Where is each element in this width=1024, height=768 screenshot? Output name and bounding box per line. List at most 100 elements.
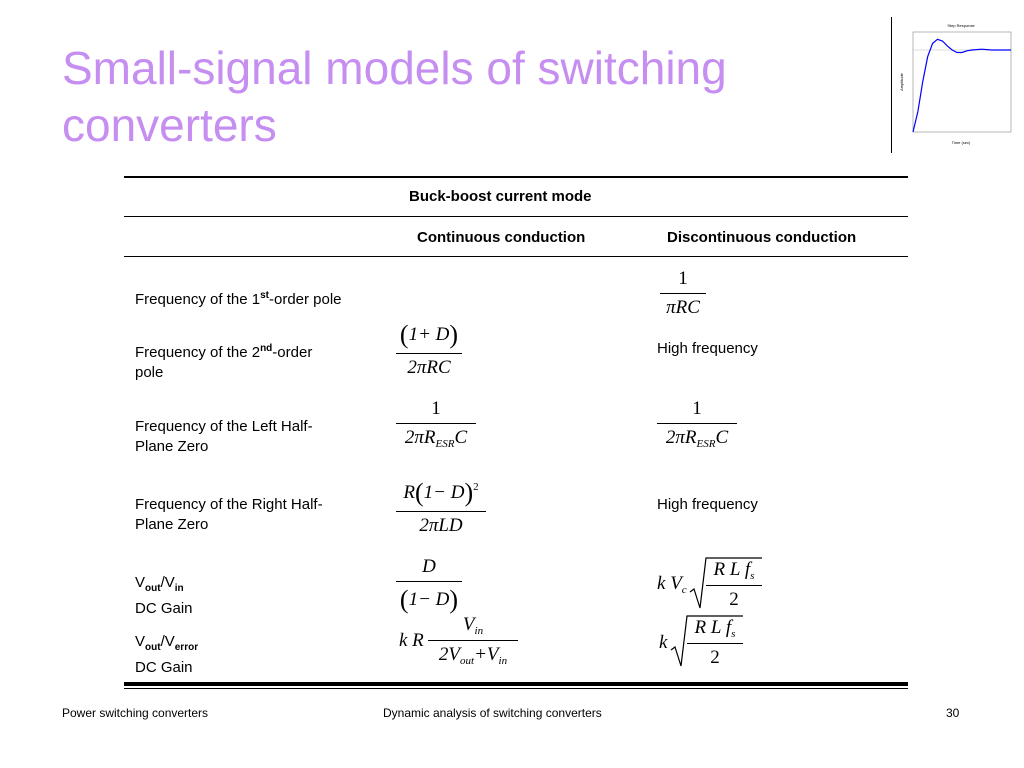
out-subscript: out — [460, 655, 475, 667]
frac-bar — [687, 643, 743, 644]
frac-denominator: 2πLD — [419, 515, 463, 536]
row2-label-line2: pole — [135, 364, 164, 381]
row3-label: Frequency of the Left Half- — [135, 418, 313, 435]
title-divider — [891, 17, 892, 153]
row-label-vout-verror: Vout/Verror DC Gain — [135, 632, 198, 678]
frac-denominator: 2πR — [665, 427, 697, 448]
row-label-second-order-pole: Frequency of the 2nd-order pole — [135, 339, 312, 383]
row4-label-line2: Plane Zero — [135, 516, 209, 533]
frac-denominator-c: C — [715, 427, 729, 448]
page-number: 30 — [946, 706, 960, 720]
frac-denominator: 2πR — [404, 427, 436, 448]
frac-denominator: πRC — [666, 297, 700, 318]
row6-sub-error: error — [174, 642, 199, 653]
table-caption-rule — [124, 216, 908, 217]
table-header-rule — [124, 256, 908, 257]
thumb-title: Step Response — [947, 23, 975, 28]
row1-label-after: -order pole — [268, 291, 342, 308]
frac-numerator: 1 — [431, 398, 441, 419]
esr-subscript: ESR — [696, 438, 716, 450]
frac-denominator: 2V — [438, 644, 461, 665]
frac-denominator: 2 — [729, 589, 739, 610]
row4-cont-formula: R(1− D)2 2πLD — [396, 478, 486, 537]
row6-slash: /V — [160, 633, 175, 650]
frac-numerator: V — [462, 614, 475, 635]
frac-numerator: R L f — [713, 559, 751, 580]
frac-denominator-plus: +V — [474, 644, 499, 665]
row5-sqrt-sign — [689, 557, 762, 609]
frac-denominator-c: C — [454, 427, 468, 448]
row6-sub-out: out — [145, 642, 161, 653]
row6-v: V — [135, 633, 146, 650]
table-caption: Buck-boost current mode — [409, 188, 592, 205]
step-response-thumbnail: Step Response Time (sec) Amplitude — [899, 23, 1012, 145]
square-exponent: 2 — [473, 481, 479, 493]
frac-numerator: R L f — [694, 617, 732, 638]
row-label-first-order-pole: Frequency of the 1st-order pole — [135, 286, 342, 310]
row2-cont-formula: (1+ D) 2πRC — [396, 320, 462, 379]
row1-disc-formula: 1 πRC — [660, 268, 706, 319]
frac-bar — [396, 353, 462, 354]
row3-disc-formula: 1 2πRESRC — [657, 398, 737, 450]
row1-sup: st — [260, 290, 269, 301]
row5-slash: /V — [160, 574, 175, 591]
row2-label: Frequency of the 2 — [135, 344, 261, 361]
s-subscript: s — [750, 570, 755, 582]
row5-label-line2: DC Gain — [135, 600, 193, 617]
row3-cont-formula: 1 2πRESRC — [396, 398, 476, 450]
row5-v: V — [135, 574, 146, 591]
row2-disc-text: High frequency — [657, 340, 758, 357]
frac-bar — [706, 585, 762, 586]
frac-numerator-r: R — [403, 482, 415, 503]
frac-numerator: 1− D — [423, 482, 465, 503]
row2-sup: nd — [260, 343, 273, 354]
row5-cont-formula: D (1− D) — [396, 556, 462, 615]
header-discontinuous: Discontinuous conduction — [667, 229, 857, 246]
c-subscript: c — [681, 584, 687, 596]
frac-bar — [396, 581, 462, 582]
s-subscript: s — [731, 628, 736, 640]
row6-label-line2: DC Gain — [135, 659, 193, 676]
frac-numerator: 1 — [692, 398, 702, 419]
footer-course: Power switching converters — [62, 706, 209, 720]
row6-cont-prefix: k R — [399, 630, 424, 651]
thumb-step-curve — [912, 38, 1011, 133]
frac-bar — [657, 423, 737, 424]
row5-disc-formula: k Vc — [657, 573, 687, 596]
row-label-rhp-zero: Frequency of the Right Half- Plane Zero — [135, 495, 323, 535]
thumb-ylabel: Amplitude — [899, 72, 904, 91]
in-subscript: in — [474, 625, 484, 637]
row2-label-after: -order — [272, 344, 313, 361]
row-label-vout-vin: Vout/Vin DC Gain — [135, 573, 193, 619]
frac-bar — [396, 511, 486, 512]
thumb-xlabel: Time (sec) — [952, 140, 971, 145]
v-symbol: V — [670, 573, 682, 594]
row4-label: Frequency of the Right Half- — [135, 496, 323, 513]
row4-disc-text: High frequency — [657, 496, 758, 513]
esr-subscript: ESR — [435, 438, 455, 450]
frac-bar — [428, 640, 518, 641]
frac-bar — [660, 293, 706, 294]
slide-title: Small-signal models of switching convert… — [62, 42, 727, 151]
row6-disc-k: k — [659, 632, 668, 653]
k-symbol: k — [657, 573, 666, 594]
row-label-lhp-zero: Frequency of the Left Half- Plane Zero — [135, 417, 313, 457]
footer-topic: Dynamic analysis of switching converters — [383, 706, 602, 720]
table-top-rule — [124, 176, 908, 178]
frac-denominator: 1− D — [408, 589, 450, 610]
row5-sqrt-frac: R L fs 2 — [706, 559, 762, 611]
in-subscript-2: in — [498, 655, 508, 667]
row6-cont-formula: Vin 2Vout+Vin — [428, 614, 518, 667]
table-bottom-rule — [124, 682, 908, 686]
row3-label-line2: Plane Zero — [135, 438, 209, 455]
table-bottom-rule-thin — [124, 688, 908, 689]
frac-numerator: 1+ D — [408, 324, 450, 345]
frac-numerator: D — [422, 556, 436, 577]
row1-label: Frequency of the 1 — [135, 291, 261, 308]
thumb-frame — [912, 31, 1012, 133]
row5-sub-in: in — [174, 583, 184, 594]
header-continuous: Continuous conduction — [417, 229, 586, 246]
row6-sqrt-frac: R L fs 2 — [687, 617, 743, 669]
frac-denominator: 2πRC — [407, 357, 451, 378]
frac-numerator: 1 — [678, 268, 688, 289]
